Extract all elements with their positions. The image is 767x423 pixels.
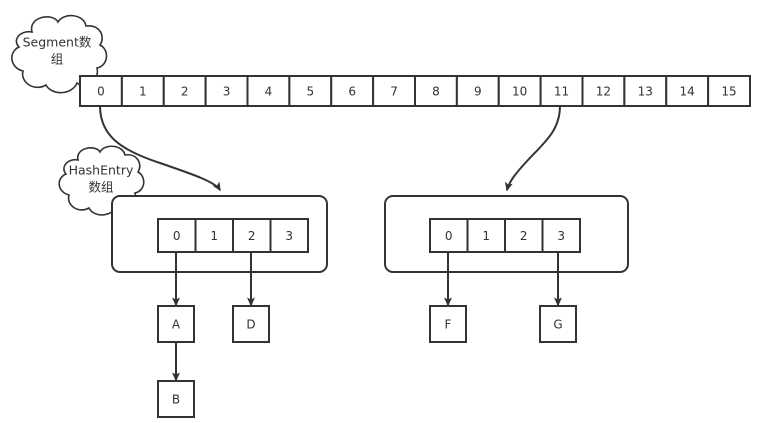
segment-cell-label: 8 — [432, 85, 440, 99]
hashentry-left-cell-2[interactable] — [232, 218, 272, 253]
node-box — [157, 305, 195, 343]
hashentry-right-cell-1[interactable] — [466, 218, 506, 253]
node-label: G — [553, 318, 562, 332]
entry-node-b: B — [157, 380, 195, 418]
node-box — [429, 305, 467, 343]
entry-node-f: F — [429, 305, 467, 343]
segment-cell-label: 9 — [474, 85, 482, 99]
segment-cloud-line1: Segment数 — [23, 35, 92, 50]
segment-cell-15[interactable] — [707, 75, 751, 107]
node-box — [157, 380, 195, 418]
hashentry-cloud-line2: 数组 — [88, 180, 113, 195]
segment-cell-label: 11 — [554, 85, 569, 99]
hashentry-right-cell-label: 0 — [445, 229, 453, 243]
segment-cell-label: 10 — [512, 85, 527, 99]
hashentry-left-cell-1[interactable] — [194, 218, 234, 253]
node-box — [232, 305, 270, 343]
hashentry-right-cell-3[interactable] — [541, 218, 581, 253]
segment-cell-label: 4 — [265, 85, 273, 99]
node-label: B — [172, 393, 180, 407]
segment-cell-label: 3 — [223, 85, 231, 99]
segment-cell-label: 0 — [97, 85, 105, 99]
segment-cell-3[interactable] — [204, 75, 249, 107]
entry-node-a: A — [157, 305, 195, 343]
node-label: F — [445, 318, 452, 332]
segment-cell-label: 1 — [139, 85, 147, 99]
hashentry-cells-left: 0 1 2 3 — [157, 218, 309, 253]
hashentry-table-left: 0 1 2 3 — [111, 195, 328, 307]
segment-cell-8[interactable] — [414, 75, 458, 107]
hashentry-cells-right: 0 1 2 3 — [429, 218, 581, 253]
segment-cell-13[interactable] — [623, 75, 668, 107]
hashentry-right-cell-label: 3 — [557, 229, 565, 243]
hashentry-cloud-line1: HashEntry — [69, 163, 134, 178]
segment-cell-label: 2 — [181, 85, 189, 99]
hashentry-left-cell-label: 0 — [173, 229, 181, 243]
segment-cloud-line2: 组 — [51, 52, 64, 67]
node-box — [539, 305, 577, 343]
segment-cell-12[interactable] — [581, 75, 626, 107]
arrow-segment0-to-left-table — [99, 105, 221, 192]
node-label: D — [246, 318, 255, 332]
hashentry-right-cell-2[interactable] — [504, 218, 544, 253]
segment-cell-6[interactable] — [330, 75, 375, 107]
hashentry-table-right: 0 1 2 3 — [384, 195, 629, 307]
entry-node-d: D — [232, 305, 270, 343]
segment-cell-label: 14 — [680, 85, 695, 99]
hashentry-left-cell-label: 3 — [285, 229, 293, 243]
segment-cell-label: 5 — [306, 85, 314, 99]
hashentry-left-cell-label: 2 — [248, 229, 256, 243]
segment-cell-label: 13 — [638, 85, 653, 99]
segment-cell-label: 15 — [721, 85, 736, 99]
hashentry-right-cell-label: 2 — [520, 229, 528, 243]
node-label: A — [172, 318, 181, 332]
arrow-segment11-to-right-table — [504, 105, 561, 192]
segment-cell-label: 6 — [348, 85, 356, 99]
hashentry-right-cell-label: 1 — [482, 229, 490, 243]
segment-cell-4[interactable] — [246, 75, 291, 107]
entry-node-g: G — [539, 305, 577, 343]
segment-cell-5[interactable] — [288, 75, 333, 107]
hashentry-left-cell-3[interactable] — [269, 218, 309, 253]
segment-cell-label: 7 — [390, 85, 398, 99]
segment-cell-label: 12 — [596, 85, 611, 99]
hashentry-left-cell-label: 1 — [210, 229, 218, 243]
segment-cell-1[interactable] — [120, 75, 165, 107]
